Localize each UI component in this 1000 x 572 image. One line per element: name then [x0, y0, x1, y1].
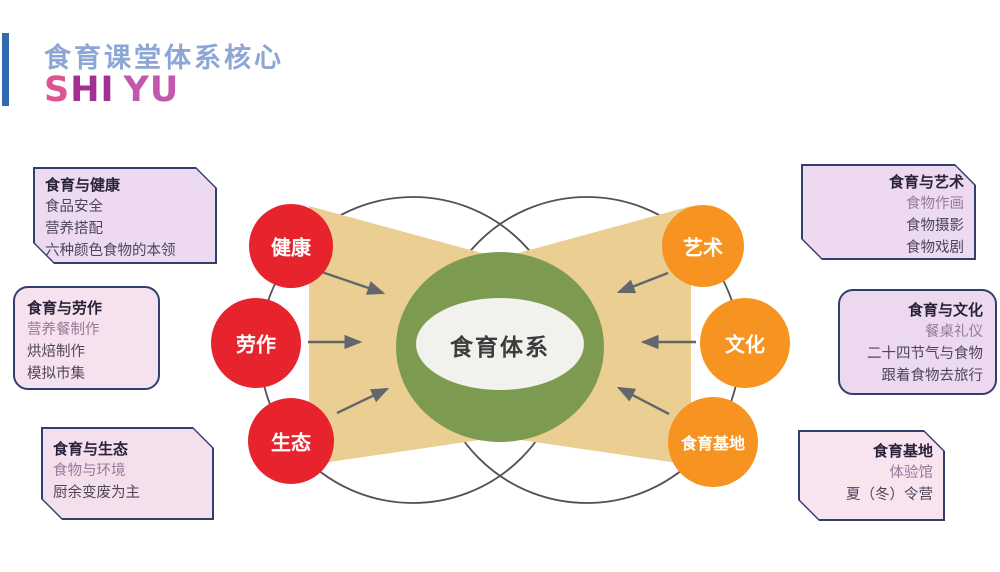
node-labor-label: 劳作 — [236, 332, 276, 357]
node-culture-label: 文化 — [725, 332, 765, 357]
logo-part-yu: YU — [123, 70, 180, 110]
note-box-ecology-fill — [43, 429, 212, 518]
node-art-label: 艺术 — [683, 235, 723, 260]
note-item: 营养餐制作 — [27, 322, 100, 338]
note-item: 体验馆 — [889, 465, 934, 481]
note-item: 食物戏剧 — [906, 240, 964, 256]
note-title: 食育与艺术 — [888, 173, 964, 191]
node-ecology-label: 生态 — [271, 430, 311, 455]
node-health-label: 健康 — [271, 235, 311, 260]
note-item: 食物与环境 — [53, 463, 126, 479]
logo-part-hi: HI — [70, 70, 115, 110]
note-item: 厨余变废为主 — [53, 485, 140, 501]
note-title: 食育与生态 — [53, 440, 129, 458]
node-ecology-circle — [248, 398, 334, 484]
note-item: 夏（冬）令营 — [846, 487, 933, 503]
note-title: 食育与健康 — [45, 176, 121, 194]
note-item: 跟着食物去旅行 — [881, 368, 984, 384]
note-box-art: 食育与艺术 食物作画 食物摄影 食物戏剧 — [801, 164, 976, 260]
node-labor-circle — [211, 298, 301, 388]
node-culture-circle — [700, 298, 790, 388]
note-item: 模拟市集 — [27, 366, 85, 382]
logo-part-s: S — [44, 70, 71, 110]
note-item: 食物摄影 — [906, 218, 964, 234]
note-box-health: 食育与健康 食品安全 营养搭配 六种颜色食物的本领 — [33, 167, 217, 264]
note-box-base: 食育基地 体验馆 夏（冬）令营 — [798, 430, 945, 521]
center-system-label: 食育体系 — [450, 335, 550, 361]
node-art-circle — [662, 205, 744, 287]
node-base-circle — [668, 397, 758, 487]
note-item: 烘焙制作 — [27, 344, 85, 360]
note-box-art-fill — [803, 166, 974, 258]
note-box-base-fill — [800, 432, 943, 519]
note-title: 食育与劳作 — [27, 299, 103, 317]
note-item: 餐桌礼仪 — [925, 324, 983, 340]
note-title: 食育与文化 — [907, 301, 983, 319]
arrow-ecology-to-center — [336, 387, 390, 415]
note-item: 食品安全 — [45, 199, 103, 215]
note-box-ecology: 食育与生态 食物与环境 厨余变废为主 — [41, 427, 214, 520]
page-title: 食育课堂体系核心 — [44, 43, 284, 74]
note-title: 食育基地 — [872, 442, 933, 460]
node-health-circle — [249, 204, 333, 288]
accent-bar — [2, 33, 9, 106]
note-item: 六种颜色食物的本领 — [45, 243, 176, 259]
note-item: 食物作画 — [906, 196, 964, 212]
note-box-culture: 食育与文化 餐桌礼仪 二十四节气与食物 跟着食物去旅行 — [838, 289, 997, 395]
note-box-health-fill — [35, 169, 215, 262]
arrow-art-to-center — [616, 271, 669, 294]
arrow-base-to-center — [616, 386, 670, 416]
note-box-labor: 食育与劳作 营养餐制作 烘焙制作 模拟市集 — [13, 286, 160, 390]
note-item: 营养搭配 — [45, 221, 103, 237]
center-inner-ellipse — [416, 298, 584, 390]
node-base-label: 食育基地 — [680, 434, 746, 453]
note-item: 二十四节气与食物 — [867, 346, 983, 362]
